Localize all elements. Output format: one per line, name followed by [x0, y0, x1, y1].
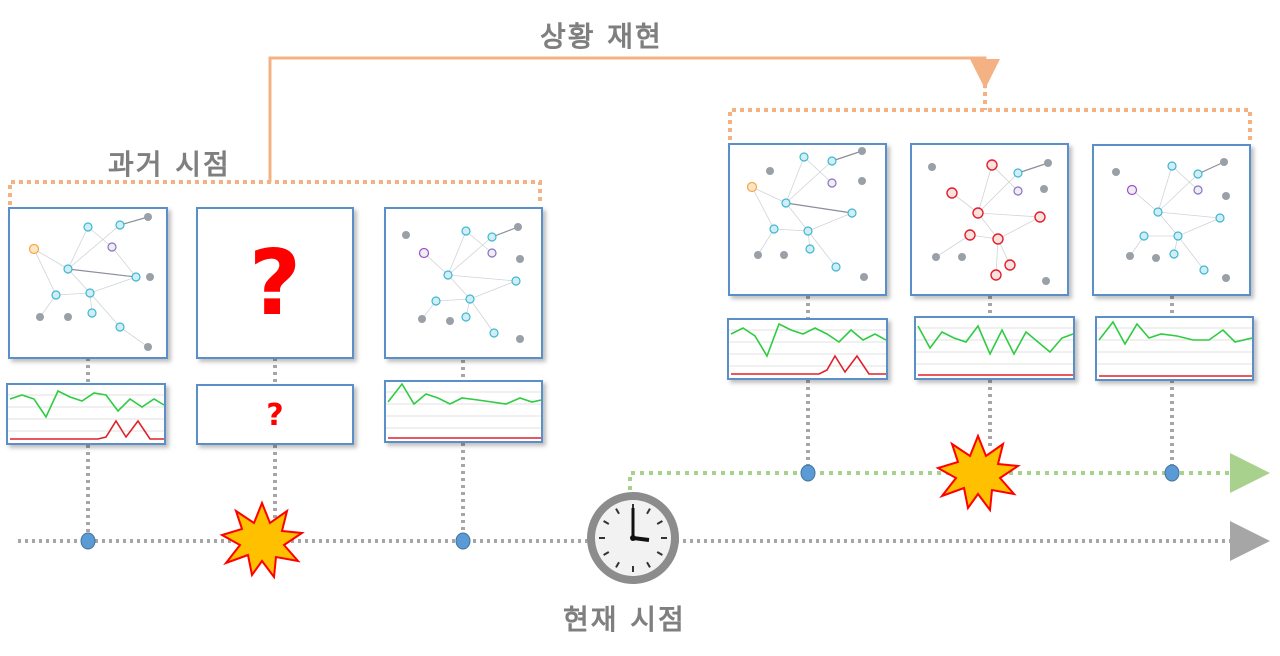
network-panel-replay-2: [910, 143, 1069, 296]
unknown-chart-panel: ?: [196, 384, 354, 445]
replay-label: 상황 재현: [540, 20, 663, 53]
timepoint-marker: [80, 532, 96, 550]
metric-chart-replay-1: [727, 318, 888, 380]
unknown-chart-mark: ?: [266, 398, 284, 433]
metric-chart-replay-3: [1095, 316, 1254, 381]
metric-chart-replay-2: [914, 316, 1075, 380]
explosion-icon: [219, 500, 305, 580]
network-panel-past-3: [384, 207, 543, 359]
timepoint-marker: [800, 464, 816, 482]
network-panel-past-1: [8, 207, 168, 359]
clock-icon: [587, 492, 679, 584]
green-series-line: [730, 322, 886, 358]
network-topology-icon: [746, 147, 868, 281]
red-series-line: [10, 419, 164, 440]
replay-bracket: [728, 108, 1252, 140]
unknown-state-mark: ?: [248, 231, 302, 336]
green-series-line: [1098, 320, 1252, 346]
present-label: 현재 시점: [563, 603, 686, 636]
network-panel-replay-1: [728, 143, 887, 296]
green-series-line: [917, 324, 1073, 356]
green-series-line: [9, 389, 164, 419]
metric-chart-past-1: [6, 383, 166, 445]
green-series-line: [387, 382, 541, 406]
metric-chart-past-3: [384, 380, 543, 443]
network-topology-icon: [1112, 158, 1230, 282]
unknown-panel: ?: [196, 207, 354, 359]
network-panel-replay-3: [1092, 144, 1251, 296]
network-topology-icon: [28, 213, 154, 351]
timepoint-marker: [1164, 464, 1180, 482]
network-topology-icon: [928, 159, 1052, 285]
past-bracket: [8, 180, 542, 205]
red-series-line: [731, 354, 886, 375]
network-topology-icon: [402, 223, 524, 343]
timepoint-marker: [455, 532, 471, 550]
replay-arrow: [268, 56, 1000, 182]
past-label: 과거 시점: [108, 148, 231, 181]
explosion-icon: [935, 433, 1021, 513]
